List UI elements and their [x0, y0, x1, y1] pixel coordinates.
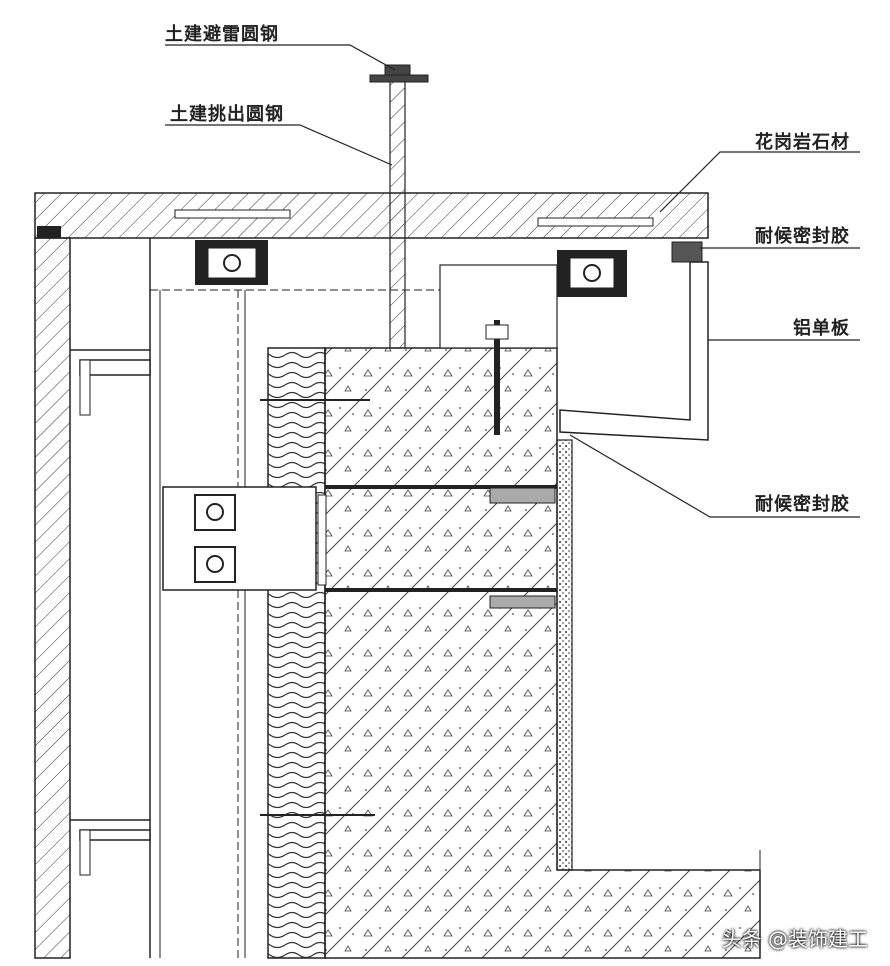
aluminum-panel	[559, 261, 709, 441]
label-aluminum-panel: 铝单板	[793, 318, 850, 339]
label-granite: 花岗岩石材	[755, 132, 850, 153]
label-lightning-rod: 土建避雷圆钢	[165, 24, 279, 45]
granite-left-panel	[34, 237, 71, 959]
watermark: 头条 @装饰建工	[721, 927, 868, 951]
label-projecting-rod: 土建挑出圆钢	[170, 104, 284, 125]
embedded-plate	[162, 486, 317, 591]
label-sealant-top: 耐候密封胶	[755, 226, 850, 247]
wall-finish	[556, 439, 573, 871]
label-sealant-bottom: 耐候密封胶	[755, 494, 850, 515]
insulation-layer	[267, 347, 326, 959]
granite-cap	[34, 192, 709, 239]
lightning-rod	[389, 74, 406, 349]
left-seal	[37, 226, 61, 238]
